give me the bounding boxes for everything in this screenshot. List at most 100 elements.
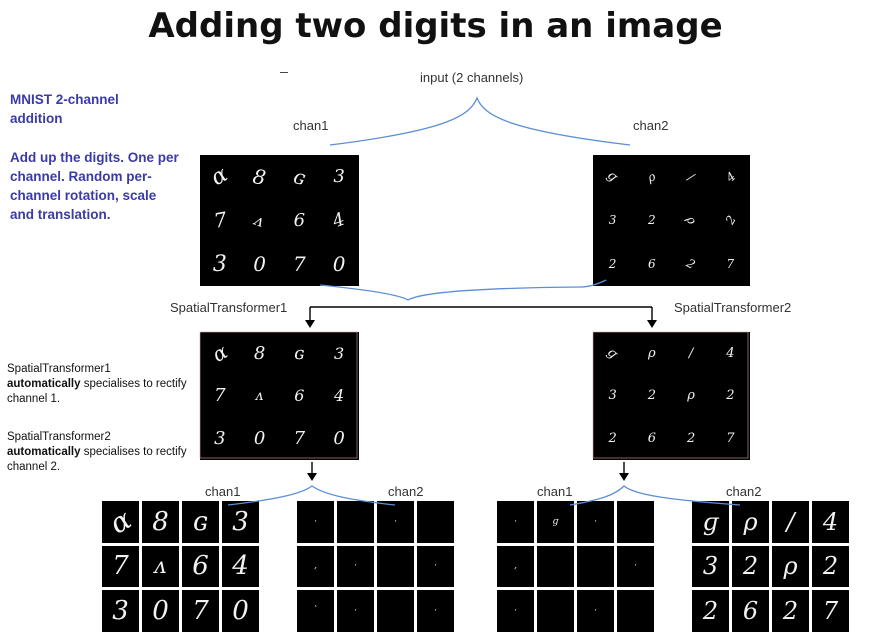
digit-image: 8 — [240, 156, 279, 198]
digit-image: 7 — [812, 590, 849, 632]
input-label: input (2 channels) — [420, 70, 524, 85]
blue-description: Add up the digits. One per channel. Rand… — [10, 148, 180, 224]
digit-image: 8 — [240, 333, 279, 374]
digit-image — [377, 545, 414, 588]
digit-image: 6 — [732, 590, 769, 632]
digit-image: / — [772, 501, 809, 543]
digit-image: 0 — [320, 243, 358, 285]
digit-image: 3 — [222, 501, 259, 543]
input-chan1-grid: ɑ 8 ɢ 3 7 ᴧ 6 4 3 0 7 0 — [200, 155, 359, 286]
digit-image: 6 — [280, 199, 319, 242]
st2-note: SpatialTransformer2 automatically specia… — [7, 430, 187, 475]
digit-image: 0 — [222, 590, 259, 632]
digit-image: , — [297, 545, 334, 588]
input-brace — [329, 96, 631, 146]
digit-image: 2 — [692, 590, 729, 632]
digit-image: 4 — [711, 333, 749, 374]
digit-image: ρ — [672, 375, 710, 417]
digit-image: 2 — [711, 375, 749, 417]
digit-image: 6 — [280, 375, 319, 417]
digit-image: 3 — [102, 590, 139, 632]
st1-label: SpatialTransformer1 — [170, 300, 288, 315]
digit-image: 7 — [280, 243, 319, 285]
digit-image: 7 — [201, 199, 239, 242]
digit-image: 3 — [692, 545, 729, 588]
blue-description-text: Add up the digits. One per channel. Rand… — [10, 150, 179, 222]
top-chan2-label: chan2 — [633, 118, 669, 133]
digit-image: 2 — [594, 418, 632, 459]
result1-chan2-grid: · · , · · ` · · — [297, 501, 454, 632]
digit-image: 2 — [772, 590, 809, 632]
digit-image: ρ — [732, 501, 769, 543]
digit-image: ` — [297, 590, 334, 632]
digit-image: ɢ — [280, 333, 319, 374]
digit-image: ᴧ — [142, 545, 179, 588]
digit-image: · — [297, 501, 334, 543]
st1-note: SpatialTransformer1 automatically specia… — [7, 362, 187, 407]
st1-note-name: SpatialTransformer1 — [7, 363, 111, 375]
digit-image: ɡ — [594, 333, 632, 374]
st2-label: SpatialTransformer2 — [674, 300, 792, 315]
result2-chan2-grid: ɡ ρ / 4 3 2 ρ 2 2 6 2 7 — [692, 501, 849, 632]
digit-image: 7 — [182, 590, 219, 632]
digit-image — [337, 501, 374, 543]
digit-image: · — [417, 545, 454, 588]
digit-image: 4 — [812, 501, 849, 543]
digit-image — [417, 501, 454, 543]
digit-image: ɡ — [537, 501, 574, 543]
bottom-left-chan2-label: chan2 — [388, 484, 424, 499]
digit-image: ᴧ — [240, 375, 279, 417]
digit-image: 2 — [732, 545, 769, 588]
bottom-right-chan1-label: chan1 — [537, 484, 573, 499]
st2-output-grid: ɡ ρ / 4 3 2 ρ 2 2 6 2 7 — [593, 332, 750, 460]
bottom-left-chan1-label: chan1 — [205, 484, 241, 499]
digit-image: 7 — [102, 545, 139, 588]
digit-image: 3 — [594, 375, 632, 417]
digit-image: ρ — [633, 333, 671, 374]
digit-image: · — [577, 590, 614, 632]
digit-image: 6 — [633, 418, 671, 459]
st2-note-name: SpatialTransformer2 — [7, 431, 111, 443]
digit-image: · — [497, 590, 534, 632]
digit-image: · — [577, 501, 614, 543]
digit-image: ɑ — [201, 156, 239, 198]
st1-arrowhead — [305, 320, 315, 328]
st2-arrowhead — [647, 320, 657, 328]
digit-image: 3 — [320, 333, 358, 374]
st1-note-bold: automatically — [7, 378, 81, 390]
digit-image — [537, 590, 574, 632]
blue-heading: MNIST 2-channel addition — [10, 90, 170, 128]
result2-arrowhead — [619, 473, 629, 481]
digit-image: ɡ — [594, 156, 632, 198]
digit-image: · — [617, 545, 654, 588]
digit-image: ɑ — [201, 333, 239, 374]
result1-arrowhead — [307, 473, 317, 481]
input-chan2-grid: ɡ ρ / 4 3 2 ρ 2 2 6 2 7 — [593, 155, 750, 286]
digit-image: · — [377, 501, 414, 543]
digit-image: ρ — [772, 545, 809, 588]
digit-image: 2 — [633, 199, 671, 242]
st1-note-rest: specialises to rectify channel 1. — [7, 378, 187, 405]
digit-image: 4 — [320, 375, 358, 417]
digit-image: 2 — [633, 375, 671, 417]
digit-image: 6 — [182, 545, 219, 588]
st2-note-rest: specialises to rectify channel 2. — [7, 446, 187, 473]
digit-image: / — [672, 333, 710, 374]
digit-image: 7 — [201, 375, 239, 417]
digit-image: 2 — [711, 199, 749, 242]
digit-image: 0 — [240, 243, 279, 285]
digit-image — [617, 501, 654, 543]
digit-image: ɡ — [692, 501, 729, 543]
blue-heading-text: MNIST 2-channel addition — [10, 92, 119, 126]
digit-image: ɢ — [280, 156, 319, 198]
digit-image — [577, 545, 614, 588]
digit-image: · — [337, 545, 374, 588]
digit-image: 2 — [672, 418, 710, 459]
digit-image: 2 — [594, 243, 632, 285]
digit-image: 7 — [280, 418, 319, 459]
top-chan1-label: chan1 — [293, 118, 329, 133]
digit-image: 0 — [240, 418, 279, 459]
digit-image: , — [497, 545, 534, 588]
digit-image: 2 — [812, 545, 849, 588]
digit-image: 0 — [320, 418, 358, 459]
